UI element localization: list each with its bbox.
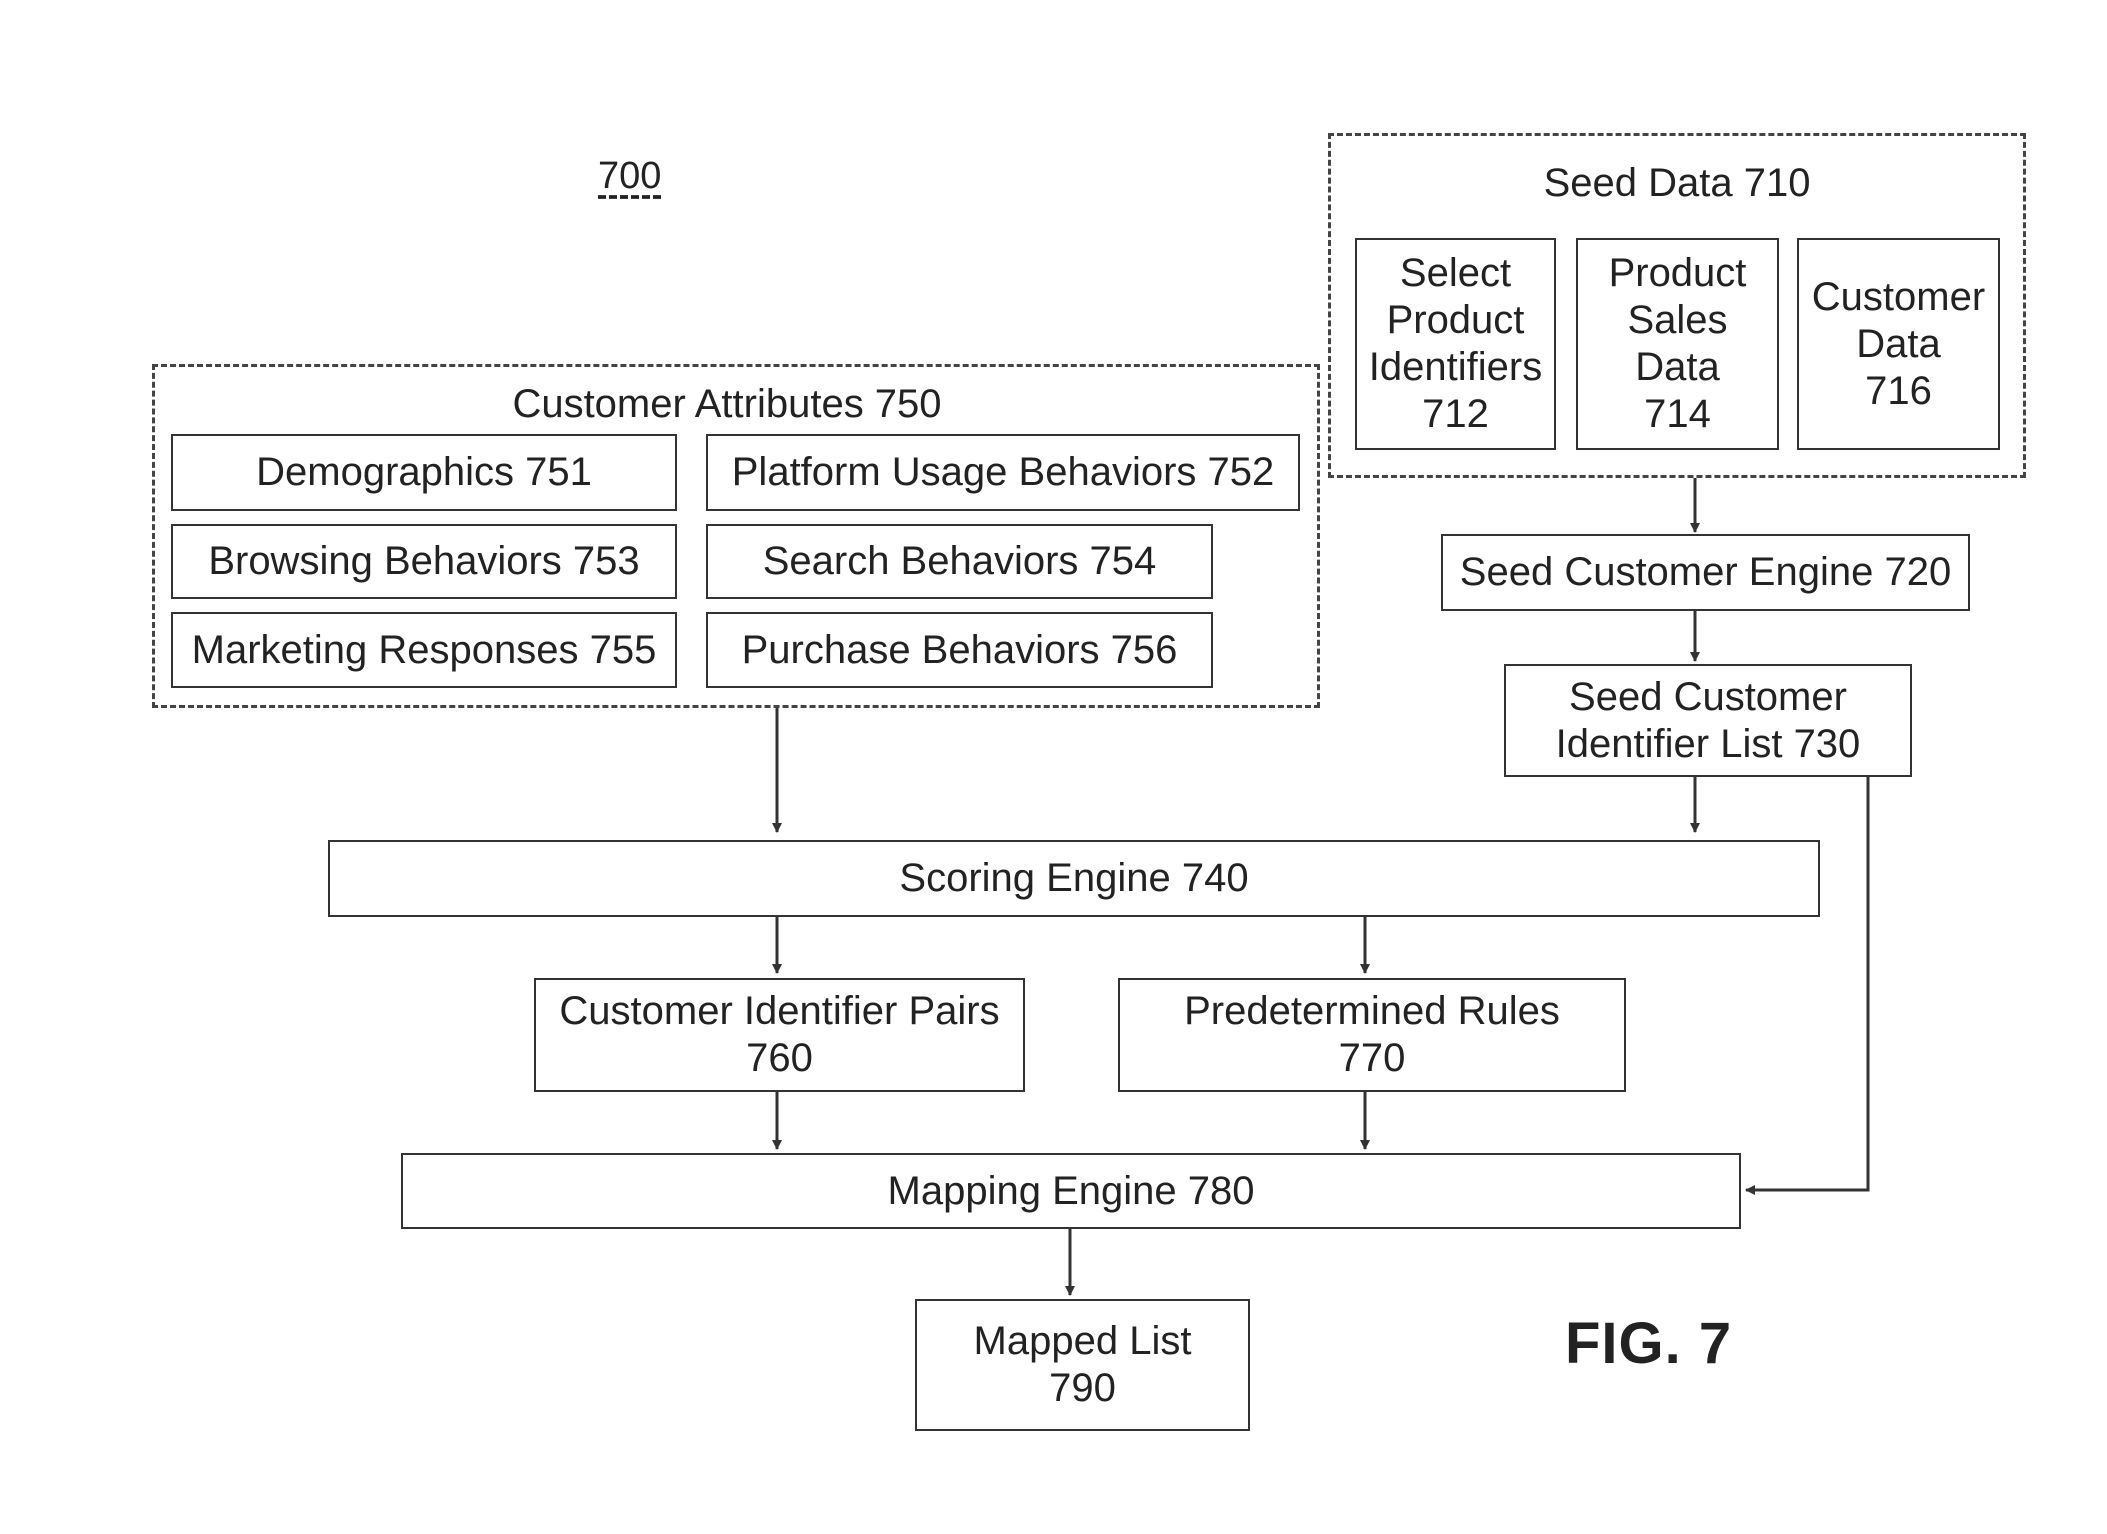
search-behaviors-box: Search Behaviors 754: [706, 524, 1213, 599]
demographics-label: Demographics 751: [256, 450, 592, 494]
predetermined-rules-label: Predetermined Rules 770: [1184, 989, 1560, 1080]
marketing-responses-label: Marketing Responses 755: [191, 627, 657, 672]
customer-identifier-pairs-box: Customer Identifier Pairs 760: [534, 978, 1025, 1092]
select-product-identifiers-box: Select Product Identifiers 712: [1355, 238, 1556, 450]
scoring-engine-label: Scoring Engine 740: [899, 856, 1249, 900]
customer-attributes-title: Customer Attributes 750: [512, 382, 942, 426]
mapping-engine-box: Mapping Engine 780: [401, 1153, 1741, 1229]
browsing-behaviors-box: Browsing Behaviors 753: [171, 524, 677, 599]
figure-label: FIG. 7: [1565, 1311, 1733, 1376]
select-product-identifiers-label: Select Product Identifiers 712: [1368, 251, 1543, 436]
demographics-box: Demographics 751: [171, 434, 677, 511]
seed-data-title: Seed Data 710: [1543, 161, 1811, 205]
customer-attributes-group: [152, 364, 1320, 708]
customer-data-box: Customer Data 716: [1797, 238, 2000, 450]
seed-customer-engine-box: Seed Customer Engine 720: [1441, 534, 1970, 611]
mapped-list-label: Mapped List 790: [973, 1319, 1192, 1410]
seed-customer-identifier-list-label: Seed Customer Identifier List 730: [1555, 674, 1861, 766]
platform-usage-behaviors-label: Platform Usage Behaviors 752: [731, 450, 1275, 494]
mapping-engine-label: Mapping Engine 780: [887, 1168, 1255, 1213]
purchase-behaviors-label: Purchase Behaviors 756: [741, 627, 1178, 672]
scoring-engine-box: Scoring Engine 740: [328, 840, 1820, 917]
product-sales-data-label: Product Sales Data 714: [1608, 251, 1747, 436]
mapped-list-box: Mapped List 790: [915, 1299, 1250, 1431]
customer-data-label: Customer Data 716: [1811, 274, 1986, 413]
search-behaviors-label: Search Behaviors 754: [762, 539, 1157, 583]
seed-customer-identifier-list-box: Seed Customer Identifier List 730: [1504, 664, 1912, 777]
seed-data-group: [1328, 133, 2026, 478]
product-sales-data-box: Product Sales Data 714: [1576, 238, 1779, 450]
browsing-behaviors-label: Browsing Behaviors 753: [208, 539, 640, 583]
purchase-behaviors-box: Purchase Behaviors 756: [706, 612, 1213, 688]
platform-usage-behaviors-box: Platform Usage Behaviors 752: [706, 434, 1300, 511]
figure-reference-number: 700: [598, 155, 662, 197]
arrow-list-to-mapping: [1745, 776, 1870, 1195]
marketing-responses-box: Marketing Responses 755: [171, 612, 677, 688]
customer-identifier-pairs-label: Customer Identifier Pairs 760: [559, 989, 1000, 1080]
predetermined-rules-box: Predetermined Rules 770: [1118, 978, 1626, 1092]
seed-customer-engine-label: Seed Customer Engine 720: [1459, 550, 1952, 594]
